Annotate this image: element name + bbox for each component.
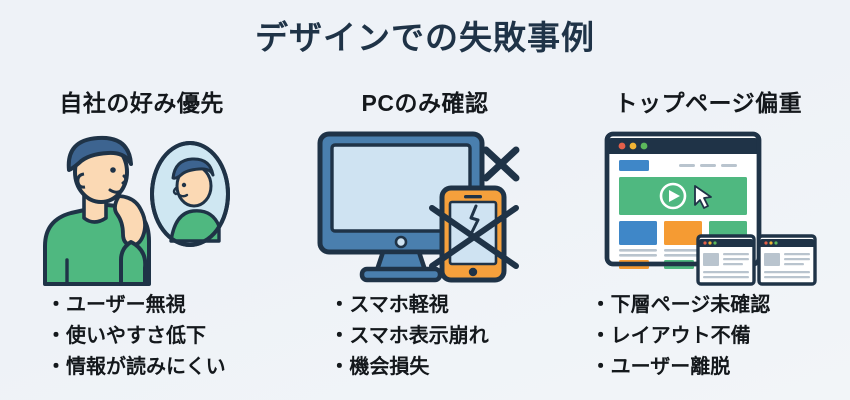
column-self-preference: 自社の好み優先 xyxy=(0,86,283,386)
list-item: ・レイアウト不備 xyxy=(590,325,751,347)
illustration-monitor-phone xyxy=(310,126,540,286)
x-mark-icon xyxy=(482,146,520,182)
column-3-bullet-list: ・下層ページ未確認 ・レイアウト不備 ・ユーザー離脱 xyxy=(567,290,850,383)
list-item: ・スマホ軽視 xyxy=(329,294,449,316)
column-1-heading: 自社の好み優先 xyxy=(59,90,224,116)
traffic-light-yellow-icon xyxy=(629,142,637,150)
subpage-window-1-icon xyxy=(696,234,757,286)
column-toppage-focus: トップページ偏重 xyxy=(567,86,850,386)
column-pc-only-check: PCのみ確認 xyxy=(283,86,566,386)
play-button-icon xyxy=(660,182,687,210)
column-2-heading: PCのみ確認 xyxy=(361,90,489,116)
illustration-person-mirror xyxy=(27,126,257,286)
list-item: ・下層ページ未確認 xyxy=(590,294,771,316)
column-1-bullet-list: ・ユーザー無視 ・使いやすさ低下 ・情報が読みにくい xyxy=(0,290,283,383)
browser-window-icon xyxy=(605,131,762,269)
page-title: デザインでの失敗事例 xyxy=(255,19,595,56)
list-item: ・ユーザー離脱 xyxy=(590,356,731,378)
subpage-window-2-icon xyxy=(757,234,818,286)
cursor-arrow-icon xyxy=(694,185,713,209)
list-item: ・スマホ表示崩れ xyxy=(329,325,489,347)
person-icon xyxy=(42,135,151,286)
columns-container: 自社の好み優先 xyxy=(0,86,850,386)
traffic-light-red-icon xyxy=(618,142,626,150)
list-item: ・ユーザー無視 xyxy=(46,294,186,316)
list-item: ・使いやすさ低下 xyxy=(46,325,206,347)
list-item: ・機会損失 xyxy=(329,356,430,378)
traffic-light-green-icon xyxy=(640,142,648,150)
list-item: ・情報が読みにくい xyxy=(46,356,226,378)
illustration-browser-subpages xyxy=(593,126,823,286)
column-3-heading: トップページ偏重 xyxy=(614,90,803,116)
column-2-bullet-list: ・スマホ軽視 ・スマホ表示崩れ ・機会損失 xyxy=(283,290,566,383)
cross-out-mark-icon xyxy=(428,205,519,269)
mirror-icon xyxy=(149,141,230,247)
